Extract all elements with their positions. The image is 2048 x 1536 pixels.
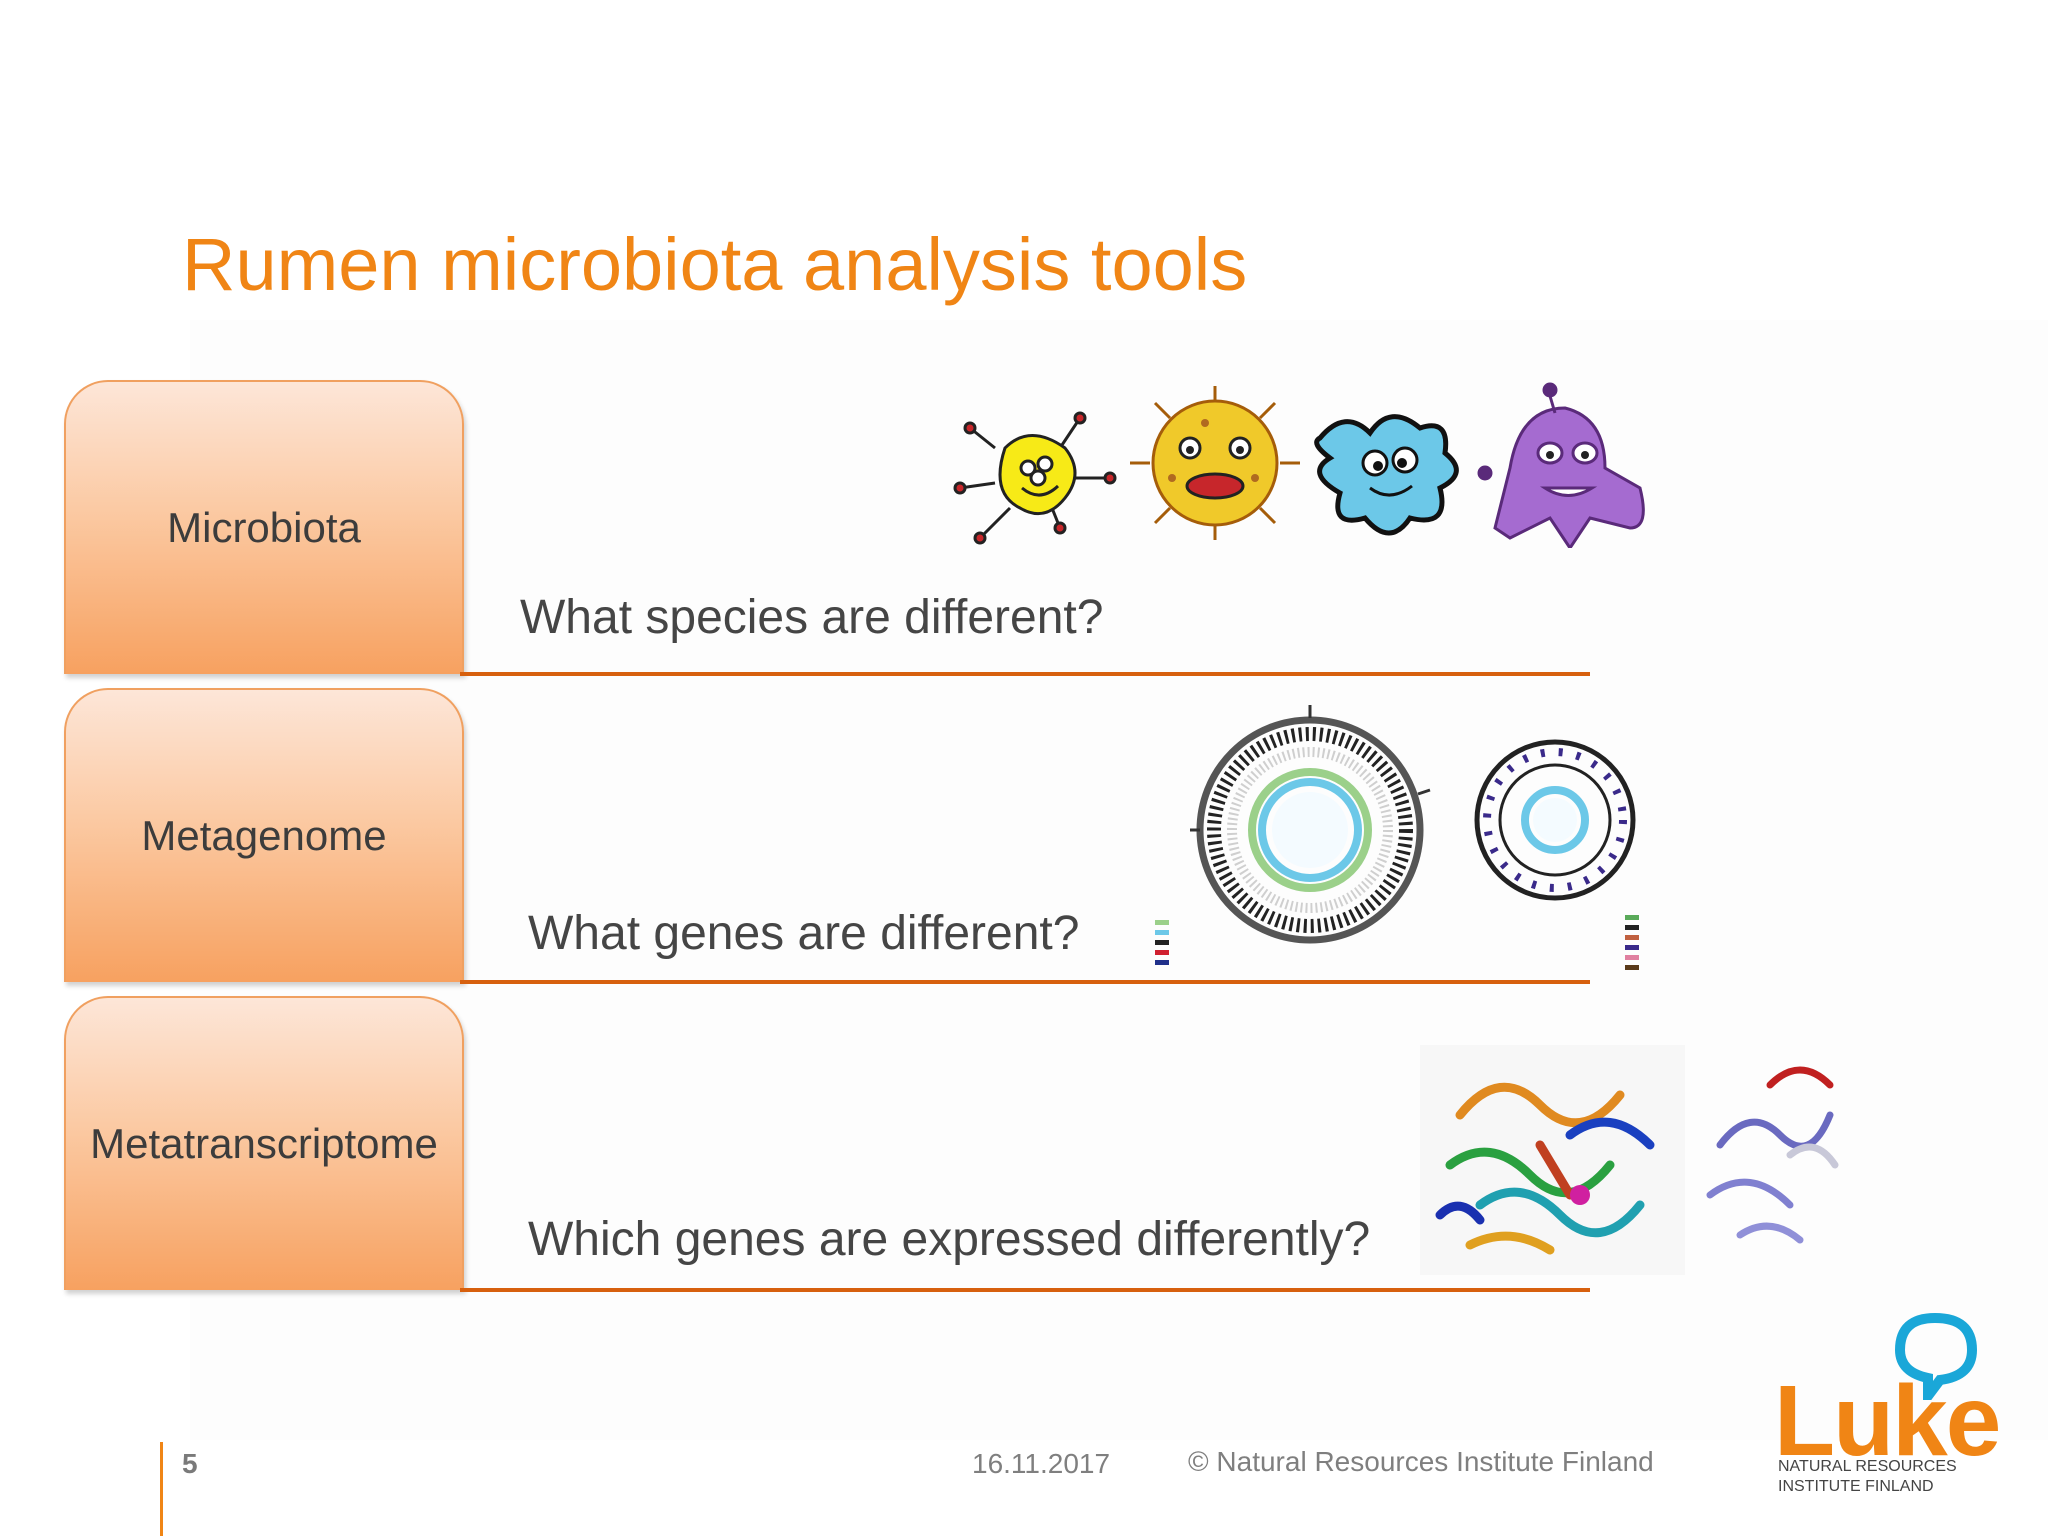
footer-accent-bar: [160, 1442, 163, 1536]
row-divider: [460, 980, 1590, 984]
tab-metatranscriptome: Metatranscriptome: [64, 996, 464, 1290]
question-expression: Which genes are expressed differently?: [528, 1213, 1371, 1266]
page-number: 5: [182, 1448, 198, 1479]
logo-subtitle-line1: NATURAL RESOURCES: [1778, 1458, 1957, 1475]
tab-microbiota: Microbiota: [64, 380, 464, 674]
luke-logo: Luke NATURAL RESOURCES INSTITUTE FINLAND: [1770, 1310, 2001, 1510]
bacteria-cartoon-icon: [953, 382, 1645, 548]
tab-label: Metatranscriptome: [90, 1120, 438, 1167]
logo-subtitle-line2: INSTITUTE FINLAND: [1778, 1478, 1934, 1495]
protein-structure-icon: [1420, 1045, 1839, 1275]
logo-wordmark: Luke: [1774, 1365, 2001, 1477]
slide-title: Rumen microbiota analysis tools: [182, 223, 1248, 306]
footer-date: 16.11.2017: [972, 1448, 1111, 1479]
row-divider: [460, 672, 1590, 676]
question-species: What species are different?: [520, 591, 1104, 644]
footer-copyright: © Natural Resources Institute Finland: [1188, 1446, 1654, 1477]
question-genes: What genes are different?: [528, 907, 1080, 960]
content-background: [190, 320, 2048, 1440]
luke-speech-bubble-icon: [1894, 1312, 1978, 1400]
tab-metagenome: Metagenome: [64, 688, 464, 982]
tab-label: Metagenome: [141, 812, 387, 859]
genome-circle-map-icon: [1155, 705, 1639, 970]
tab-label: Microbiota: [167, 504, 361, 551]
row-divider: [460, 1288, 1590, 1292]
